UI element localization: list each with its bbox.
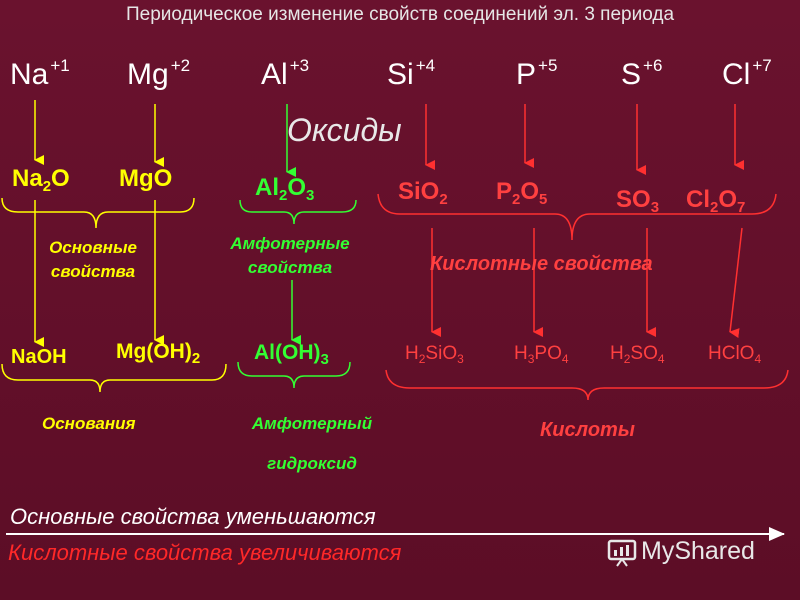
acidic-trend-label: Кислотные свойства увеличиваются — [8, 540, 402, 565]
oxide-al2o3: Al2O3 — [255, 174, 315, 204]
oxide-so3: SO3 — [616, 186, 660, 216]
hydroxide-mgoh2: Mg(OH)2 — [116, 340, 201, 367]
acid-h3po4: H3PO4 — [514, 343, 569, 366]
acidic-properties-label: Кислотные свойства — [430, 253, 653, 275]
brace-bases — [1, 363, 227, 393]
brace-amphoteric-oxide — [239, 199, 357, 225]
slide-title: Периодическое изменение свойств соединен… — [125, 4, 675, 25]
watermark-text: MyShared — [641, 537, 755, 565]
watermark-logo: MyShared — [607, 537, 755, 567]
element-mg: Mg+2 — [127, 56, 191, 91]
oxide-cl2o7: Cl2O7 — [686, 186, 746, 216]
hydroxide-aloh3: Al(OH)3 — [254, 341, 329, 368]
oxide-p2o5: P2O5 — [496, 178, 548, 208]
brace-amphoteric-hydroxide — [237, 361, 351, 389]
oxide-mgo: MgO — [119, 165, 173, 192]
element-al: Al+3 — [261, 56, 310, 91]
acid-h2sio3: H2SiO3 — [405, 343, 464, 366]
element-p: P+5 — [516, 56, 558, 91]
arrow-cl-hydroxide — [729, 227, 743, 338]
brace-acidic-oxides — [377, 193, 777, 241]
oxide-na2o: Na2O — [12, 165, 70, 195]
element-si: Si+4 — [387, 56, 436, 91]
brace-basic-oxides — [1, 197, 195, 229]
element-s: S+6 — [621, 56, 663, 91]
basic-trend-label: Основные свойства уменьшаются — [10, 504, 376, 529]
presentation-icon — [607, 540, 637, 567]
oxides-label: Оксиды — [287, 112, 402, 148]
hydroxide-naoh: NaOH — [11, 346, 67, 368]
bases-label: Основания — [42, 414, 136, 433]
brace-acids — [385, 369, 789, 401]
element-cl: Cl+7 — [722, 56, 772, 91]
oxide-sio2: SiO2 — [398, 178, 448, 208]
acid-h2so4: H2SO4 — [610, 343, 665, 366]
acid-hclo4: HClO4 — [708, 343, 762, 366]
element-na: Na+1 — [10, 56, 70, 91]
acids-label: Кислоты — [540, 419, 635, 441]
